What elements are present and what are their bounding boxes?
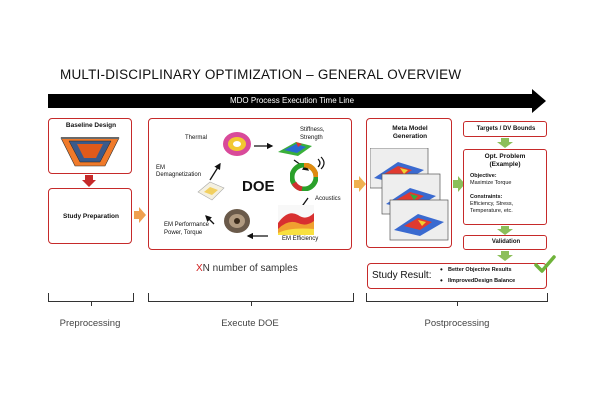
preprocessing-caption: Preprocessing — [59, 318, 121, 329]
result-bullet-dot-2: • — [440, 276, 443, 285]
em-demag-image — [197, 181, 225, 201]
targets-label: Targets / DV Bounds — [476, 125, 536, 132]
page-title: MULTI-DISCIPLINARY OPTIMIZATION – GENERA… — [60, 67, 462, 82]
doe-panel — [148, 118, 352, 250]
execute-doe-caption: Execute DOE — [221, 318, 279, 329]
result-bullet-dot-1: • — [440, 265, 443, 274]
opt-problem-box — [463, 149, 547, 225]
study-result-box — [367, 263, 547, 289]
constraints-value-1: Efficiency, Stress, — [470, 201, 514, 207]
validation-label: Validation — [491, 239, 521, 245]
arrow-to-meta-model — [354, 176, 366, 192]
meta-model-label-2: Generation — [392, 133, 428, 140]
validation-box: Validation — [463, 235, 547, 250]
opt-problem-title-1: Opt. Problem — [484, 153, 526, 160]
timeline-arrow — [48, 89, 546, 113]
preprocessing-down-arrow — [82, 175, 96, 187]
stiffness-image — [278, 142, 312, 156]
response-surface-plots — [370, 148, 449, 241]
postprocessing-caption: Postprocessing — [424, 318, 490, 329]
objective-label: Objective: — [470, 173, 497, 179]
sound-waves-icon — [317, 156, 325, 170]
arrow-to-doe — [134, 207, 146, 223]
baseline-design-box: Baseline Design — [48, 118, 132, 174]
execute-doe-bracket — [148, 293, 354, 306]
result-bullet-1: Better Objective Results — [448, 267, 512, 273]
doe-thermal-label: Thermal — [185, 135, 208, 141]
arrow-to-opt-problem — [453, 176, 465, 192]
doe-em-demag-label-1: EM — [156, 165, 165, 171]
doe-stiffness-label-1: Stiffness, — [300, 127, 325, 133]
samples-text: XN number of samples — [196, 263, 298, 274]
study-preparation-label: Study Preparation — [63, 213, 119, 220]
em-performance-image — [224, 209, 250, 233]
preprocessing-bracket — [48, 293, 134, 306]
doe-center-label: DOE — [242, 178, 275, 195]
down-arrow-2 — [497, 226, 513, 235]
objective-value: Maximize Torque — [470, 180, 512, 186]
opt-problem-title-2: (Example) — [489, 161, 521, 168]
samples-rest: N number of samples — [202, 263, 298, 274]
study-result-label: Study Result: — [372, 270, 432, 281]
result-bullet-2: IImprovedDesign Balance — [448, 278, 516, 284]
doe-stiffness-label-2: Strength — [300, 135, 323, 141]
baseline-design-label: Baseline Design — [65, 122, 117, 129]
doe-em-efficiency-label: EM Efficiency — [282, 236, 319, 242]
doe-em-performance-label-1: EM Performance — [164, 222, 210, 228]
em-efficiency-image — [278, 205, 314, 235]
thermal-image — [223, 132, 251, 156]
doe-acoustics-label: Acoustics — [315, 196, 341, 202]
postprocessing-bracket — [366, 293, 548, 306]
doe-em-performance-label-2: Power, Torque — [164, 230, 203, 236]
down-arrow-3 — [497, 251, 513, 261]
checkmark-icon — [534, 255, 556, 273]
samples-x: X — [196, 263, 203, 274]
constraints-value-2: Temperature, etc. — [470, 208, 513, 214]
constraints-label: Constraints: — [470, 194, 503, 200]
timeline-label: MDO Process Execution Time Line — [229, 96, 355, 105]
doe-em-demag-label-2: Demagnetization — [156, 172, 202, 178]
baseline-motor-image — [60, 137, 120, 167]
down-arrow-1 — [497, 138, 513, 148]
acoustics-image — [290, 163, 318, 191]
targets-box: Targets / DV Bounds — [463, 121, 547, 137]
meta-model-label-1: Meta Model — [392, 125, 428, 132]
study-preparation-box: Study Preparation — [48, 188, 132, 244]
